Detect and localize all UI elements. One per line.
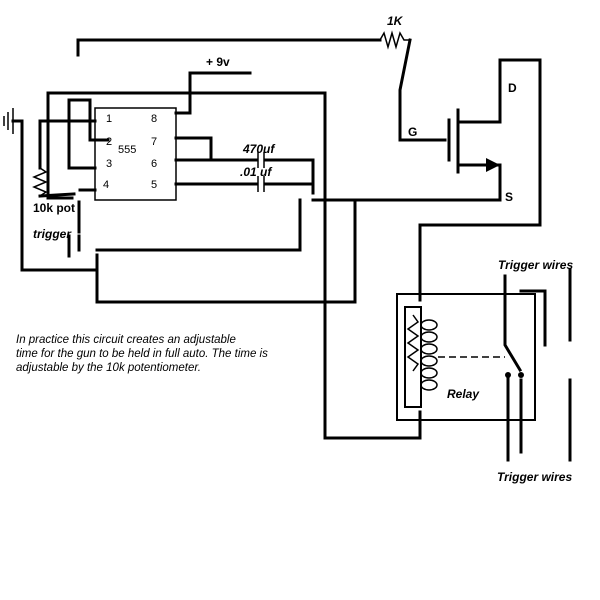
ic-555: 555 1 2 3 4 5 6 7 8 (94, 107, 177, 201)
ground-rail (95, 180, 502, 304)
supply-wiring: + 9v (174, 55, 252, 162)
ic-name-label: 555 (118, 144, 136, 156)
mosfet-arrow-icon (486, 158, 500, 172)
ic-body (94, 107, 177, 201)
trigger-wires-top-label: Trigger wires (498, 258, 573, 272)
source-label: S (505, 190, 513, 204)
capacitor-470uf: 470uf (174, 142, 315, 195)
pin-2-label: 2 (106, 136, 112, 148)
potentiometer-10k: 10k pot (32, 167, 76, 215)
caption-line-1: In practice this circuit creates an adju… (16, 334, 236, 346)
pot-label: 10k pot (33, 201, 75, 215)
pin-8-label: 8 (151, 113, 157, 125)
supply-label: + 9v (206, 55, 230, 69)
caption-line-2: time for the gun to be held in full auto… (16, 348, 268, 360)
resistor-label: 1K (387, 14, 404, 28)
relay-supply-wiring (323, 198, 422, 440)
drain-wiring (418, 58, 542, 302)
pin-4-label: 4 (103, 179, 109, 191)
drain-label: D (508, 81, 517, 95)
resistor-1k: 1K (76, 14, 447, 142)
left-wiring (20, 91, 327, 272)
relay-coil-icon (420, 319, 438, 391)
relay-label: Relay (447, 387, 480, 401)
trigger-label: trigger (33, 227, 72, 241)
capacitor-01uf: .01 uf (174, 165, 315, 192)
cap-470uf-label: 470uf (242, 142, 275, 156)
relay-body (396, 293, 536, 421)
pin-6-label: 6 (151, 158, 157, 170)
pin-3-label: 3 (106, 158, 112, 170)
caption-text: In practice this circuit creates an adju… (16, 333, 336, 375)
pin-1-label: 1 (106, 113, 112, 125)
relay: Relay (396, 293, 536, 421)
caption-line-3: adjustable by the 10k potentiometer. (16, 362, 201, 374)
trigger-switch: trigger (33, 200, 81, 258)
relay-contacts: Trigger wires Trigger wires (497, 258, 573, 484)
ground-symbol (3, 108, 24, 134)
contact-no-icon (518, 372, 524, 378)
trigger-wires-bottom-label: Trigger wires (497, 470, 572, 484)
pin-5-label: 5 (151, 179, 157, 191)
pin-7-label: 7 (151, 136, 157, 148)
relay-coil-frame (404, 306, 422, 408)
mosfet: G D S (408, 58, 517, 204)
gate-label: G (408, 125, 417, 139)
cap-01uf-label: .01 uf (240, 165, 272, 179)
